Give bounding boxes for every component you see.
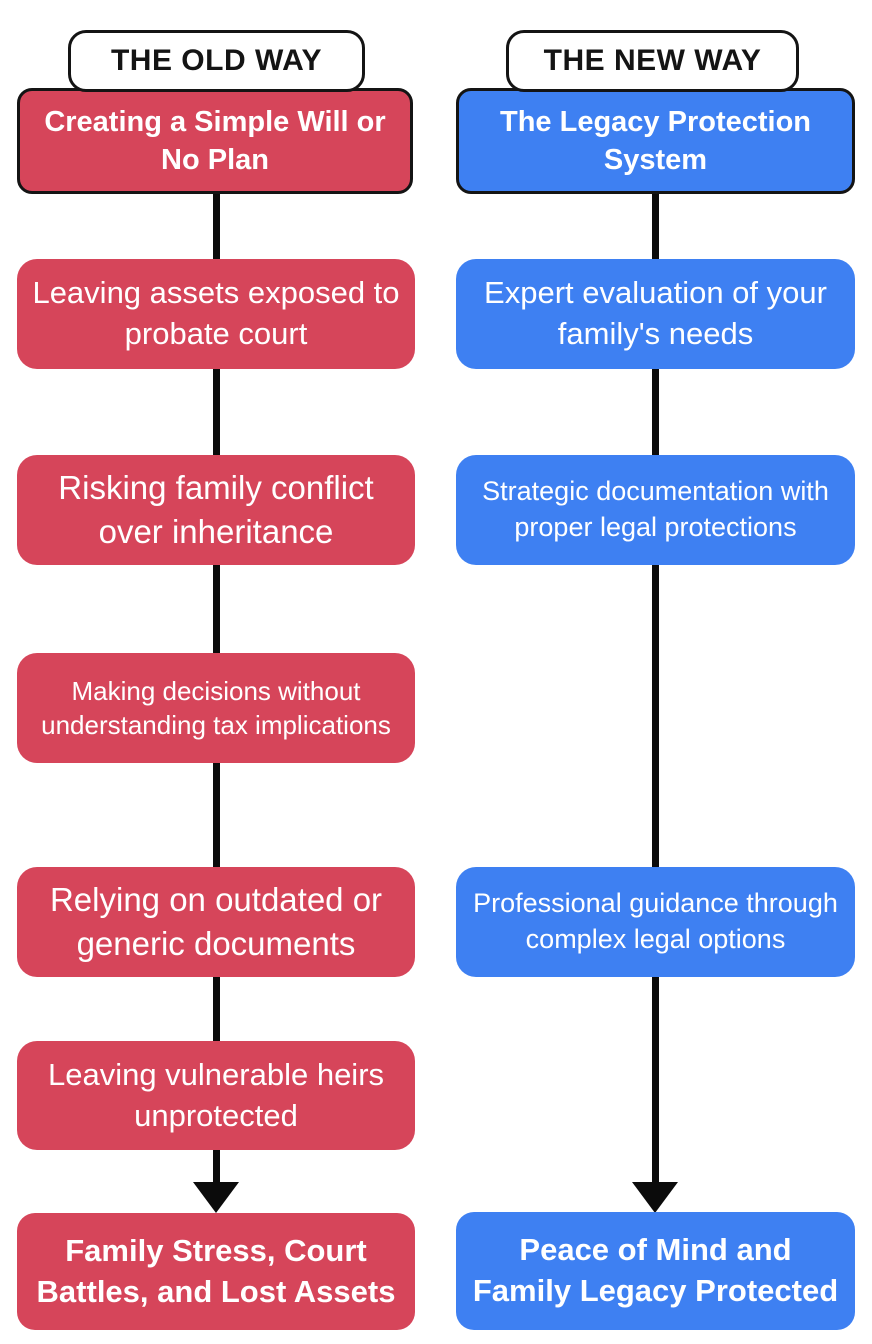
new-way-result: Peace of Mind and Family Legacy Protecte… [456, 1212, 855, 1330]
new-way-step-3: Professional guidance through complex le… [456, 867, 855, 977]
old-way-step-2: Risking family conflict over inheritance [17, 455, 415, 565]
new-way-header: THE NEW WAY [506, 30, 799, 92]
old-way-title: Creating a Simple Will or No Plan [17, 88, 413, 194]
old-way-result: Family Stress, Court Battles, and Lost A… [17, 1213, 415, 1330]
new-way-arrowhead-icon [632, 1182, 678, 1213]
old-way-step-1: Leaving assets exposed to probate court [17, 259, 415, 369]
old-way-step-5: Leaving vulnerable heirs unprotected [17, 1041, 415, 1150]
old-way-header: THE OLD WAY [68, 30, 365, 92]
old-way-step-3: Making decisions without understanding t… [17, 653, 415, 763]
old-way-step-4: Relying on outdated or generic documents [17, 867, 415, 977]
new-way-title: The Legacy Protection System [456, 88, 855, 194]
new-way-connector-line [652, 190, 659, 1186]
old-way-arrowhead-icon [193, 1182, 239, 1213]
new-way-step-2: Strategic documentation with proper lega… [456, 455, 855, 565]
new-way-step-1: Expert evaluation of your family's needs [456, 259, 855, 369]
